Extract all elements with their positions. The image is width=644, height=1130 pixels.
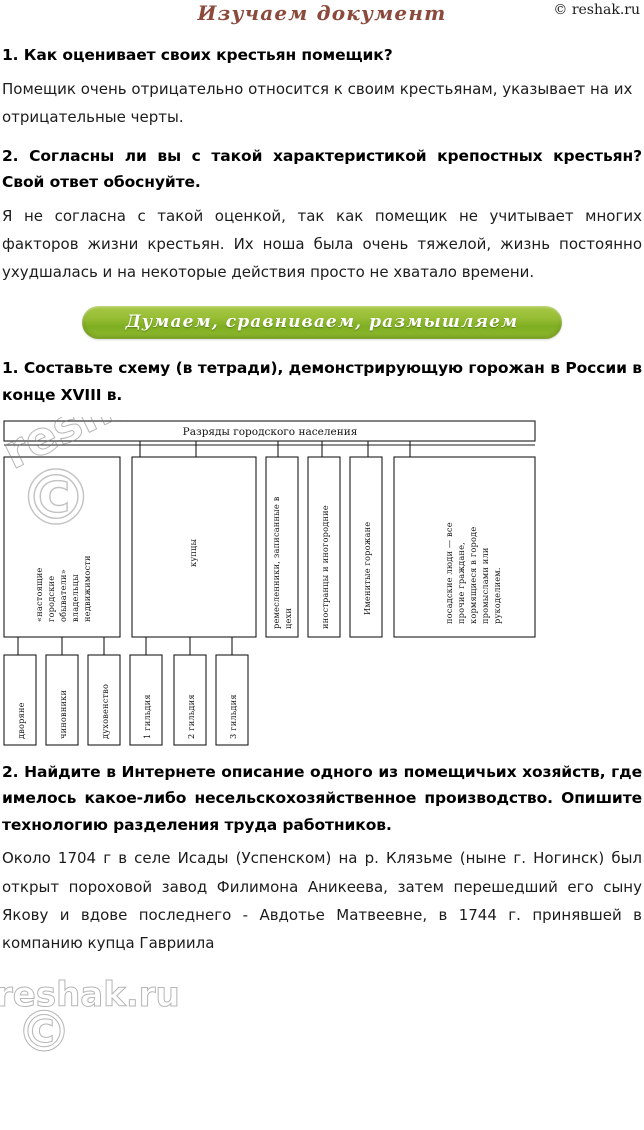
schema-category-label-imenitye: Именитые горожане xyxy=(362,521,372,614)
schema-diagram: Разряды городского населения «настоящие … xyxy=(0,417,644,747)
schema-category-label-obyvateli: «настоящие городские обыватели» владельц… xyxy=(34,555,92,622)
schema-sub-box-chinovniki xyxy=(45,653,79,746)
question-1: 1. Как оценивает своих крестьян помещик? xyxy=(2,46,393,64)
question-3: 1. Составьте схему (в тетради), демонстр… xyxy=(2,359,642,404)
schema-root-box xyxy=(3,419,536,442)
svg-text:прочие граждане,: прочие граждане, xyxy=(456,542,466,624)
section-banner: Думаем, сравниваем, размышляем xyxy=(82,306,562,340)
section-banner-wrap: Думаем, сравниваем, размышляем xyxy=(0,286,644,343)
vline: «настоящие xyxy=(34,567,44,621)
schema-category-box-kuptsy xyxy=(131,455,257,638)
svg-text:ремесленники, записанные в: ремесленники, записанные в xyxy=(271,496,281,629)
vline: владельцы xyxy=(70,573,80,621)
schema-category-box-posadskie xyxy=(393,455,536,638)
schema-category-label-inostrantsy: иностранцы и иногородние xyxy=(320,505,330,629)
schema-root-label: Разряды городского населения xyxy=(183,426,358,438)
answer-2: Я не согласна с такой оценкой, так как п… xyxy=(2,207,642,282)
schema-sub-box-guild-1 xyxy=(129,653,163,746)
schema-sub-box-dvoryane xyxy=(3,653,37,746)
schema-category-box-remeslenniki xyxy=(265,455,299,638)
schema-sub-label-guild-1: 1 гильдия xyxy=(142,694,152,739)
schema-sub-label-guild-2: 2 гильдия xyxy=(186,694,196,739)
question-2: 2. Согласны ли вы с такой характеристико… xyxy=(2,146,642,192)
svg-text:посадские люди — все: посадские люди — все xyxy=(444,522,454,624)
schema-sub-box-guild-3 xyxy=(215,653,249,746)
vline: городские xyxy=(46,575,56,621)
svg-text:кормящиеся в городе: кормящиеся в городе xyxy=(468,526,478,623)
question-4: 2. Найдите в Интернете описание одного и… xyxy=(2,762,642,834)
svg-text:промыслами или: промыслами или xyxy=(480,547,490,624)
page-header: Изучаем документ © reshak.ru xyxy=(0,0,644,30)
schema-category-label-remeslenniki: ремесленники, записанные в цехи xyxy=(271,496,293,629)
svg-text:рукоделием.: рукоделием. xyxy=(492,567,502,624)
svg-text:цехи: цехи xyxy=(283,607,293,628)
vline: недвижимости xyxy=(82,555,92,622)
schema-category-label-posadskie: посадские люди — все прочие граждане, ко… xyxy=(444,522,502,624)
watermark-copyright-symbol-bottom: © xyxy=(16,1000,73,1066)
schema-category-box-inostrantsy xyxy=(307,455,341,638)
schema-category-label-kuptsy: купцы xyxy=(188,538,198,566)
copyright-label: © reshak.ru xyxy=(553,2,640,18)
schema-sub-label-chinovniki: чиновники xyxy=(58,689,68,738)
schema-sub-label-guild-3: 3 гильдия xyxy=(228,694,238,739)
schema-svg: Разряды городского населения «настоящие … xyxy=(3,419,536,746)
schema-sub-label-duhovenstvo: духовенство xyxy=(100,683,110,738)
schema-sub-label-dvoryane: дворяне xyxy=(16,702,26,739)
schema-category-box-imenitye xyxy=(349,455,383,638)
watermark-text-bottom: reshak.ru xyxy=(0,975,180,1016)
vline: обыватели» xyxy=(58,569,68,622)
answer-1: Помещик очень отрицательно относится к с… xyxy=(2,79,633,126)
schema-sub-box-duhovenstvo xyxy=(87,653,121,746)
answer-4: Около 1704 г в селе Исады (Успенском) на… xyxy=(2,849,642,952)
schema-sub-box-guild-2 xyxy=(173,653,207,746)
page-title: Изучаем документ xyxy=(197,1,447,25)
